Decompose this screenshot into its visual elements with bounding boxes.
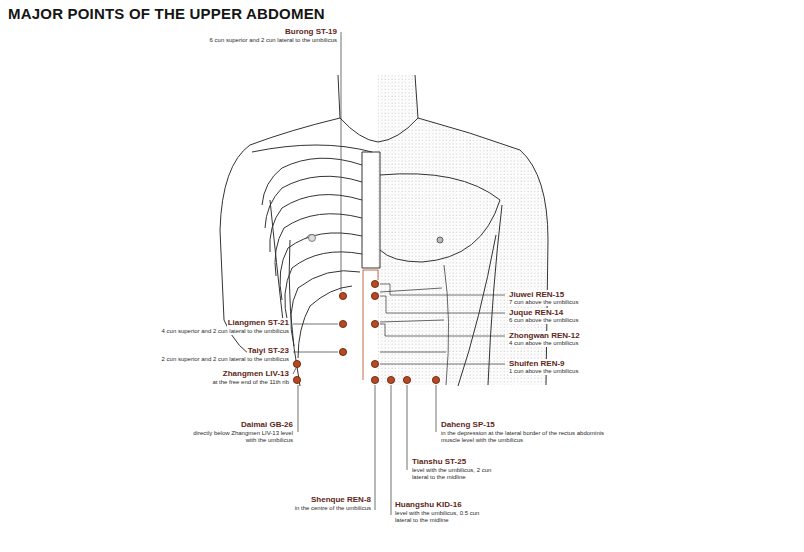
point-note: level with the umbilicus, 0.5 cun latera… <box>394 510 491 524</box>
point-name: Shenque REN-8 <box>310 495 372 505</box>
point-name: Liangmen ST-21 <box>227 318 290 328</box>
point-name: Daheng SP-15 <box>440 420 496 430</box>
body-outline <box>220 75 548 386</box>
nipple <box>437 237 443 243</box>
point-note: in the centre of the umbilicus <box>294 505 372 512</box>
point-note: 6 cun above the umbilicus <box>508 317 579 324</box>
point-note: 1 cun above the umbilicus <box>508 368 579 375</box>
point-note: 4 cun above the umbilicus <box>508 340 579 347</box>
point-name: Daimai GB-26 <box>240 420 294 430</box>
point-note: 7 cun above the umbilicus <box>508 299 579 306</box>
point-note: in the depression at the lateral border … <box>440 430 607 444</box>
point-note: 2 cun superior and 2 cun lateral to the … <box>161 356 290 363</box>
point-name: Huangshu KID-16 <box>394 500 463 510</box>
acupoint-dots <box>293 280 439 383</box>
point-note: 4 cun superior and 2 cun lateral to the … <box>161 328 290 335</box>
point-name: Tianshu ST-25 <box>411 457 467 467</box>
point-name: Taiyi ST-23 <box>247 346 290 356</box>
point-name: Zhangmen LIV-13 <box>222 369 290 379</box>
coracoid <box>309 235 316 242</box>
point-note: level with the umbilicus, 2 cun lateral … <box>411 467 501 481</box>
point-note: directly below Zhangmen LIV-13 level wit… <box>180 430 294 444</box>
diagram-title: MAJOR POINTS OF THE UPPER ABDOMEN <box>8 5 325 22</box>
point-note: at the free end of the 11th rib <box>211 379 290 386</box>
midline-bracket <box>363 270 378 380</box>
point-note: 6 cun superior and 2 cun lateral to the … <box>209 37 338 44</box>
point-name: Burong ST-19 <box>284 27 338 37</box>
